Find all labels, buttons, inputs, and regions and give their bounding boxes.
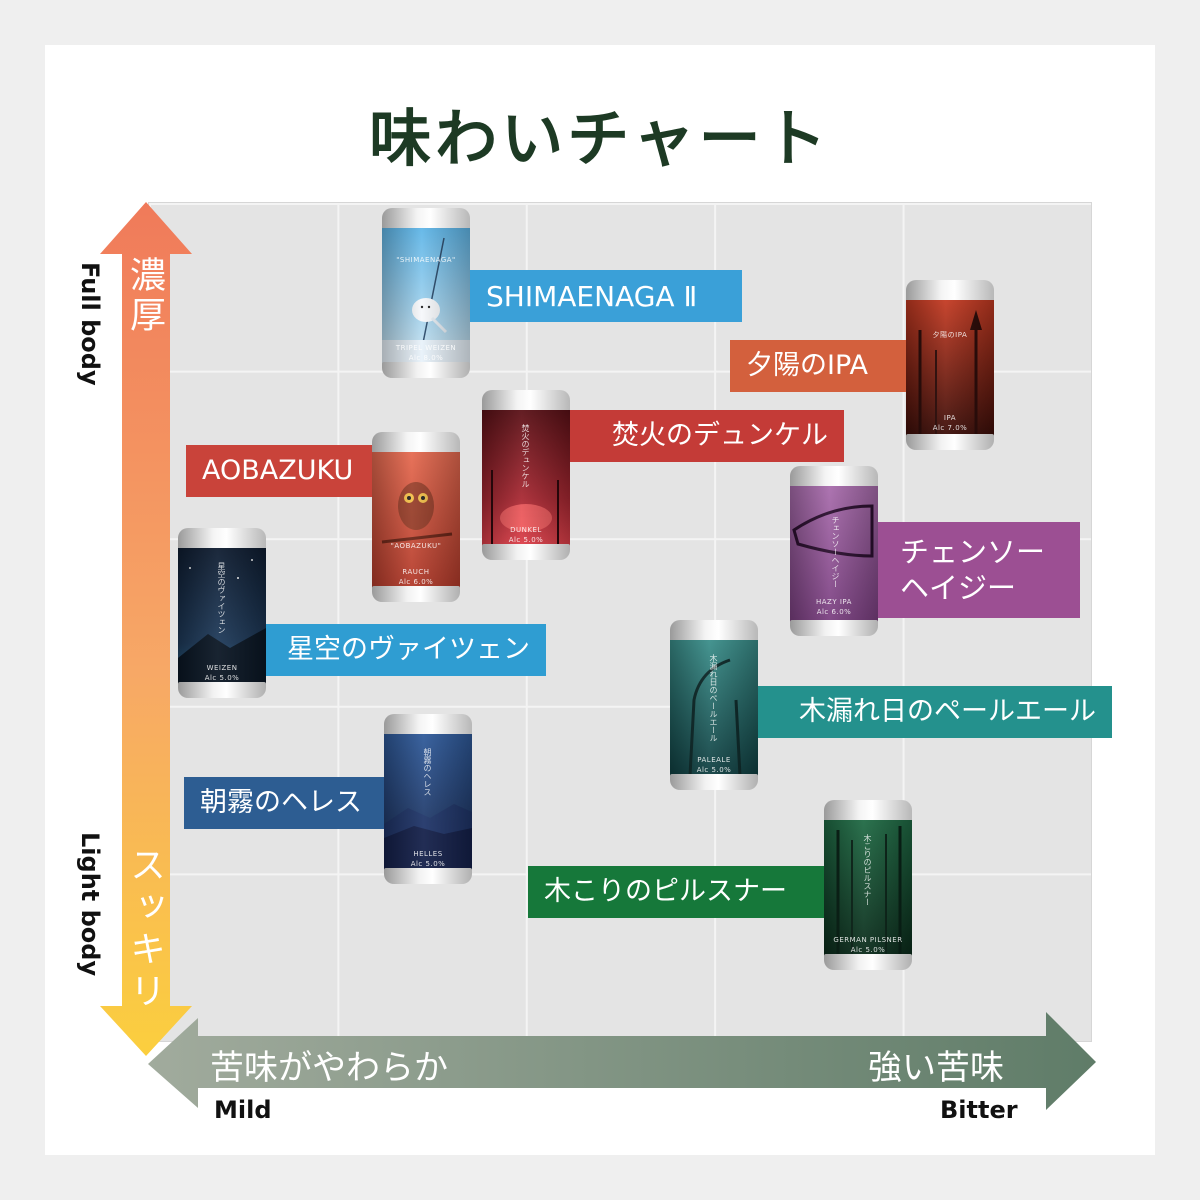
beer-label-chainsaw-hazy-line1: チェンソー [900,534,1046,569]
can-chainsaw-hazy-name: チェンソーヘイジー [831,516,840,588]
mountain-icon [178,559,266,684]
x-left-label-en: Mild [214,1096,272,1124]
beer-label-aobazuku: AOBAZUKU [186,445,376,497]
can-aobazuku: "AOBAZUKU" RAUCH Alc 6.0% [372,432,460,602]
beer-label-takibi-dunkel: 焚火のデュンケル [560,410,844,462]
beer-label-asagiri-helles: 朝霧のヘレス [184,777,390,829]
can-yuhi-ipa: 夕陽のIPA IPA Alc 7.0% [906,280,994,450]
beer-label-shimaenaga: SHIMAENAGA Ⅱ [470,270,742,322]
tree-icon [688,658,742,776]
can-komorebi-pale-alc: Alc 5.0% [696,766,732,774]
can-kikori-pilsner-style: GERMAN PILSNER [833,936,903,944]
y-axis-arrow [100,202,192,1056]
x-axis-arrow [148,1012,1096,1110]
can-takibi-dunkel-style: DUNKEL [510,526,542,534]
can-asagiri-helles-alc: Alc 5.0% [410,860,446,868]
chainsaw-icon [792,504,874,558]
beer-label-komorebi-pale: 木漏れ日のペールエール [758,686,1112,738]
can-yuhi-ipa-alc: Alc 7.0% [932,424,968,432]
can-chainsaw-hazy: チェンソーヘイジー HAZY IPA Alc 6.0% [790,466,878,636]
can-hoshizora-weizen: 星空のヴァイツェン WEIZEN Alc 5.0% [178,528,266,698]
can-kikori-pilsner-name: 木こりのピルスナー [863,834,872,906]
can-kikori-pilsner-alc: Alc 5.0% [850,946,886,954]
fire-icon [491,470,559,546]
can-yuhi-ipa-style: IPA [943,414,957,422]
forest-icon [918,310,982,436]
can-asagiri-helles-name: 朝霧のヘレス [423,748,432,796]
x-left-label-jp: 苦味がやわらか [210,1048,448,1088]
can-asagiri-helles: 朝霧のヘレス HELLES Alc 5.0% [384,714,472,884]
beer-label-hoshizora-weizen: 星空のヴァイツェン [262,624,546,676]
bird-icon [382,237,470,364]
can-aobazuku-alc: Alc 6.0% [398,578,434,586]
can-chainsaw-hazy-style: HAZY IPA [816,598,852,606]
beer-label-chainsaw-hazy: チェンソー ヘイジー [862,522,1080,618]
can-asagiri-helles-style: HELLES [413,850,443,858]
can-takibi-dunkel-alc: Alc 5.0% [508,536,544,544]
y-bottom-label-jp: スッキリ [124,846,165,1014]
mountain-icon [384,804,472,870]
y-top-label-en: Full body [76,262,104,386]
beer-label-kikori-pilsner: 木こりのピルスナー [528,866,828,918]
can-hoshizora-weizen-style: WEIZEN [206,664,238,672]
beer-label-chainsaw-hazy-line2: ヘイジー [900,571,1017,605]
y-bottom-label-en: Light body [76,832,104,977]
x-right-label-jp: 強い苦味 [868,1048,1004,1088]
can-komorebi-pale-style: PALEALE [697,756,731,764]
can-kikori-pilsner: 木こりのピルスナー GERMAN PILSNER Alc 5.0% [824,800,912,970]
can-shimaenaga-style: TRIPEL WEIZEN [395,344,457,352]
can-aobazuku-style: RAUCH [402,568,430,576]
page-title: 味わいチャート [369,102,831,175]
can-yuhi-ipa-name: 夕陽のIPA [932,331,968,339]
can-chainsaw-hazy-alc: Alc 6.0% [816,608,852,616]
can-aobazuku-name: "AOBAZUKU" [390,542,442,550]
can-shimaenaga-alc: Alc 8.0% [408,354,444,362]
can-hoshizora-weizen-alc: Alc 5.0% [204,674,240,682]
can-komorebi-pale: 木漏れ日のペールエール PALEALE Alc 5.0% [670,620,758,790]
beer-label-yuhi-ipa: 夕陽のIPA [730,340,910,392]
forest-icon [836,826,902,956]
can-shimaenaga: "SHIMAENAGA" TRIPEL WEIZEN Alc 8.0% [382,208,470,378]
can-komorebi-pale-name: 木漏れ日のペールエール [709,654,718,742]
x-right-label-en: Bitter [940,1096,1018,1124]
can-takibi-dunkel-name: 焚火のデュンケル [521,424,530,488]
y-top-label-jp: 濃厚 [124,256,165,336]
can-hoshizora-weizen-name: 星空のヴァイツェン [217,562,226,634]
owl-icon [381,482,453,544]
can-takibi-dunkel: 焚火のデュンケル DUNKEL Alc 5.0% [482,390,570,560]
can-shimaenaga-name: "SHIMAENAGA" [396,256,456,264]
